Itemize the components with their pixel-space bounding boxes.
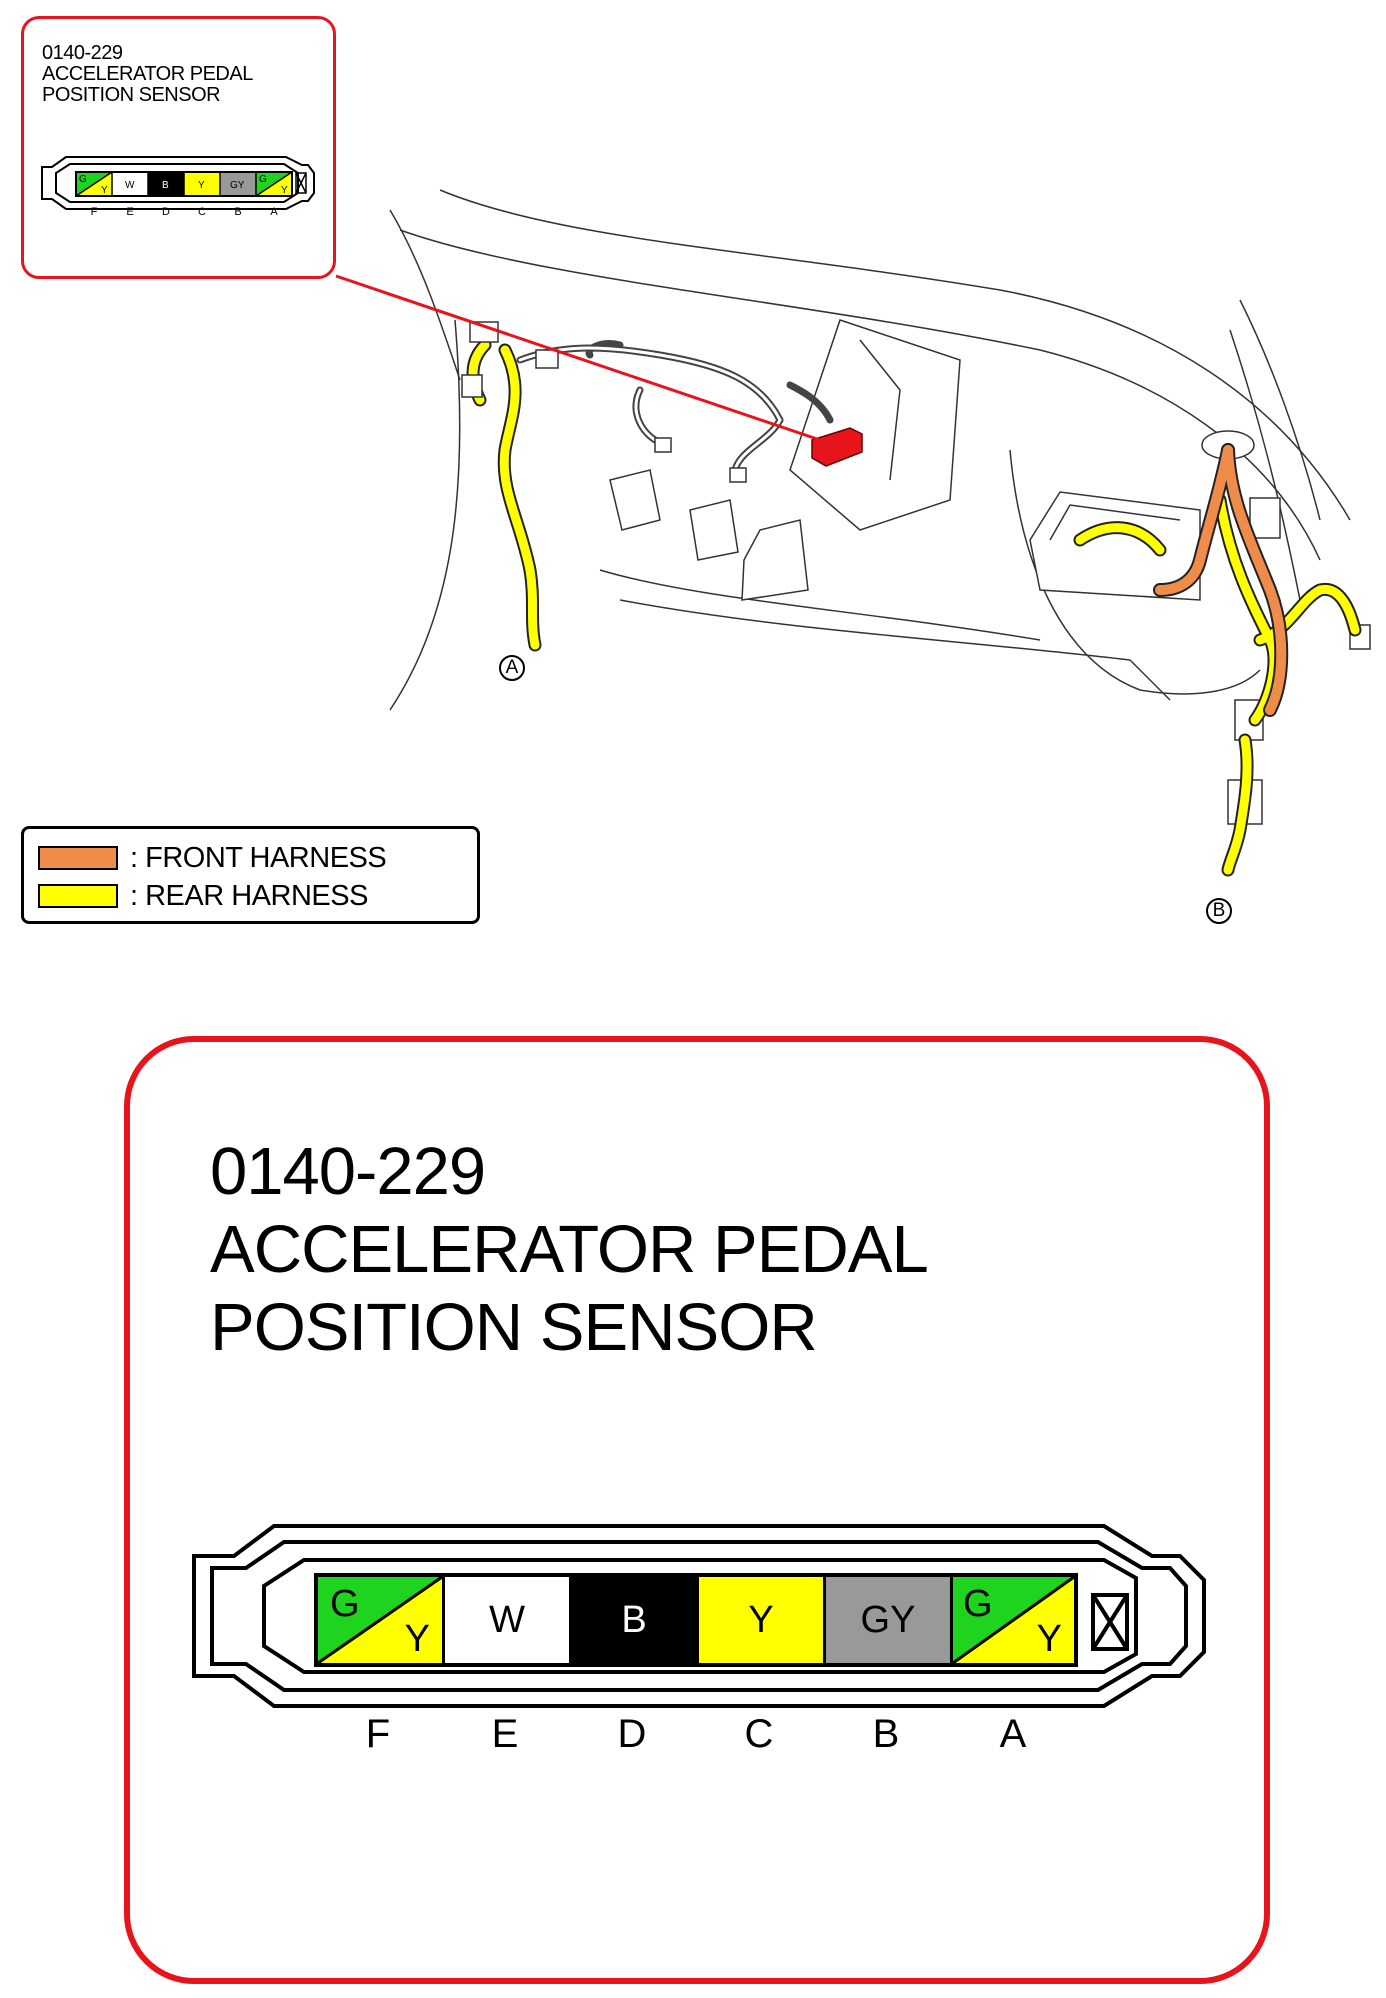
legend-rear-label: : REAR HARNESS — [130, 879, 368, 912]
pin-b-wire: GY — [860, 1598, 916, 1641]
pin-a-top: G — [963, 1583, 993, 1625]
svg-text:Y: Y — [101, 185, 108, 196]
detail-name-line1: ACCELERATOR PEDAL — [210, 1212, 929, 1287]
pin-c-cell: Y — [699, 1577, 826, 1663]
pin-c-wire: Y — [748, 1598, 774, 1641]
rear-harness-swatch — [38, 884, 118, 908]
svg-text:C: C — [198, 206, 206, 218]
point-a-label: A — [505, 657, 519, 678]
pin-letter-a: A — [999, 1712, 1027, 1756]
callout-name-line2: POSITION SENSOR — [42, 84, 221, 106]
harness-illustration — [335, 189, 1371, 924]
detail-name-line2: POSITION SENSOR — [210, 1290, 818, 1365]
detail-code: 0140-229 — [210, 1134, 486, 1209]
pin-a-cell: G Y — [953, 1577, 1074, 1663]
pin-e-cell: W — [445, 1577, 572, 1663]
legend-row-front: : FRONT HARNESS — [38, 841, 387, 874]
svg-text:B: B — [162, 180, 169, 191]
point-b-label: B — [1212, 900, 1226, 921]
pin-letter-c: C — [744, 1712, 774, 1756]
callout-leader-line — [335, 274, 821, 442]
pin-e-wire: W — [489, 1598, 525, 1641]
legend-front-label: : FRONT HARNESS — [130, 841, 387, 874]
pin-f-split — [318, 1577, 442, 1663]
callout-name-line1: ACCELERATOR PEDAL — [42, 63, 253, 85]
pin-letter-b: B — [872, 1712, 900, 1756]
connector-callout-small: 0140-229 ACCELERATOR PEDAL POSITION SENS… — [21, 16, 336, 279]
pin-f-cell: G Y — [318, 1577, 445, 1663]
pin-f-bottom: Y — [404, 1618, 430, 1660]
svg-text:GY: GY — [230, 180, 245, 191]
connector-detail: 0140-229 ACCELERATOR PEDAL POSITION SENS… — [124, 1036, 1270, 1984]
harness-legend: : FRONT HARNESS : REAR HARNESS — [21, 826, 480, 924]
svg-text:A: A — [270, 206, 278, 218]
pin-b-cell: GY — [826, 1577, 953, 1663]
svg-text:G: G — [259, 174, 267, 185]
svg-text:E: E — [126, 206, 133, 218]
pin-a-bottom: Y — [1036, 1618, 1062, 1660]
pin-d-cell: B — [572, 1577, 699, 1663]
svg-text:Y: Y — [281, 185, 288, 196]
blank-terminal-marker — [1091, 1593, 1129, 1651]
pin-letter-e: E — [491, 1712, 519, 1756]
svg-text:F: F — [91, 206, 98, 218]
svg-text:W: W — [125, 180, 135, 191]
front-harness-swatch — [38, 846, 118, 870]
svg-text:G: G — [79, 174, 87, 185]
legend-row-rear: : REAR HARNESS — [38, 879, 368, 912]
app-sensor-connector — [811, 427, 863, 467]
pin-letter-f: F — [365, 1712, 391, 1756]
svg-text:B: B — [234, 206, 241, 218]
pin-letter-d: D — [617, 1712, 647, 1756]
pin-row: G Y W B Y GY G Y — [314, 1573, 1078, 1667]
callout-code: 0140-229 — [42, 42, 123, 64]
svg-text:Y: Y — [198, 180, 205, 191]
pin-a-split — [953, 1577, 1074, 1663]
pin-f-top: G — [330, 1583, 360, 1625]
pin-d-wire: B — [621, 1598, 647, 1641]
svg-text:D: D — [162, 206, 170, 218]
